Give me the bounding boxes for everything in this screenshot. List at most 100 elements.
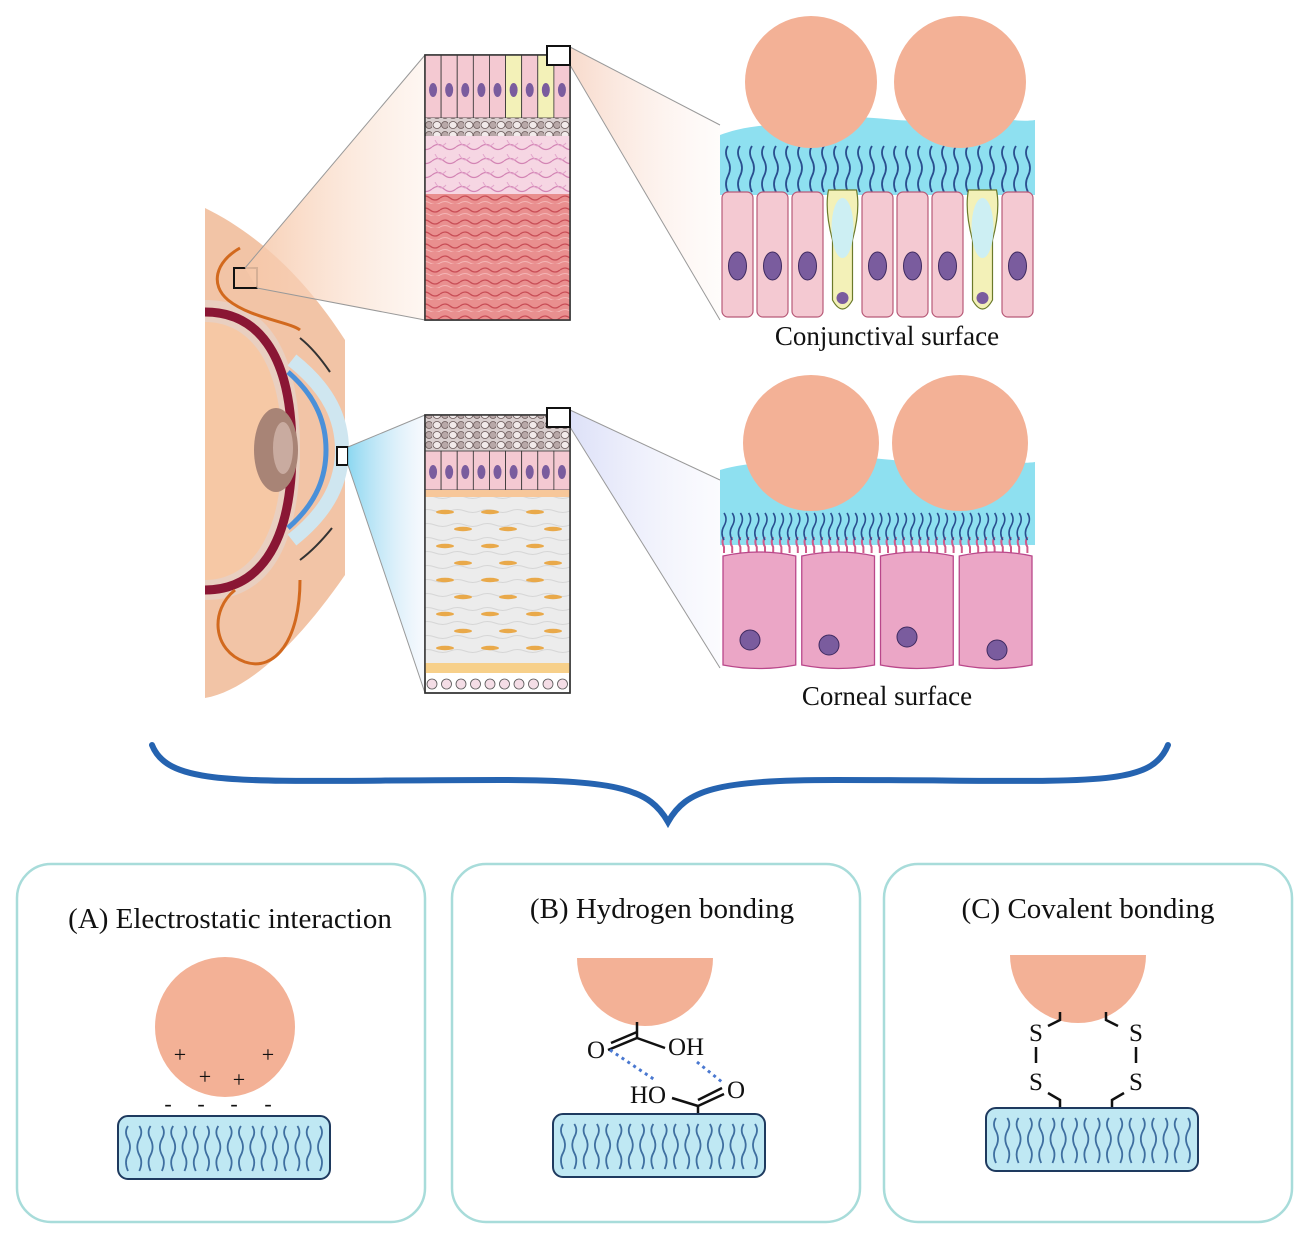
mucin-strand — [729, 1123, 736, 1170]
mucin-strand — [786, 512, 793, 541]
corneal-epithelial-cell — [879, 551, 954, 670]
mucin-strand — [226, 1125, 233, 1172]
mucin-strand — [582, 1123, 589, 1170]
keratocyte — [481, 509, 499, 515]
hydroxyl-group: HO — [630, 1082, 666, 1109]
zoom-line — [569, 426, 721, 669]
mucin-strand — [1083, 1117, 1090, 1164]
mucin-strand — [989, 145, 995, 193]
mucin-strand — [778, 512, 785, 541]
mucin-strand — [1025, 145, 1031, 193]
corneal-epithelial-cell — [958, 551, 1033, 670]
mucin-strand — [294, 1125, 301, 1172]
sulfur-atom: S — [1129, 1020, 1143, 1047]
bond — [697, 1086, 723, 1102]
mucin-strand — [885, 512, 891, 541]
keratocyte — [436, 509, 454, 515]
mucin-strand — [1008, 512, 1014, 541]
panel-hydrogen-bonding: (B) Hydrogen bonding O OH HO O — [450, 862, 862, 1224]
bond — [1110, 1091, 1125, 1110]
mucin-strand — [725, 145, 731, 193]
keratocyte — [481, 611, 499, 617]
corneal-epithelial-cell — [801, 551, 876, 670]
bond — [636, 1036, 666, 1050]
mucin-strand — [721, 512, 727, 541]
upper-lid-conjunctiva — [215, 246, 301, 332]
cell-nucleus — [477, 465, 486, 479]
conjunctiva-zoom-wedge — [245, 55, 425, 320]
bond — [607, 1036, 638, 1052]
sulfur-atom: S — [1129, 1069, 1143, 1096]
mucin-strand — [1013, 145, 1019, 193]
mucin-strand — [844, 512, 850, 541]
positive-charge: + — [262, 1042, 274, 1067]
cell-nucleus — [557, 465, 566, 479]
negative-charge: - — [164, 1091, 171, 1116]
mucin-strand — [785, 145, 791, 193]
mucin-strand — [605, 1123, 612, 1170]
cell-nucleus — [429, 465, 438, 479]
mucin-strand — [1173, 1117, 1180, 1164]
mucin-strand — [881, 145, 887, 193]
mucin-strand — [170, 1125, 177, 1172]
hydrogen-bond — [609, 1048, 656, 1082]
cell-nucleus — [896, 626, 918, 648]
mucin-strand — [136, 1125, 143, 1172]
keratocyte — [526, 611, 544, 617]
keratocyte — [436, 611, 454, 617]
mucin-strand — [762, 512, 768, 541]
mucin-strand — [983, 512, 990, 541]
mucin-strand — [616, 1123, 623, 1170]
hydroxyl-group: OH — [668, 1034, 704, 1061]
panel-title: (A) Electrostatic interaction — [68, 903, 392, 935]
half-nanoparticle — [577, 958, 713, 1026]
keratocyte — [526, 645, 544, 651]
mucin-strand — [1000, 512, 1006, 541]
mucin-strand — [860, 512, 867, 541]
lower-lash — [299, 527, 333, 561]
positive-charge: + — [199, 1064, 211, 1089]
keratocyte — [499, 628, 517, 634]
mucin-strand — [593, 1123, 600, 1170]
mucin-strand — [305, 1125, 312, 1172]
mucin-strand — [1026, 1117, 1033, 1164]
cell-nucleus — [1008, 251, 1027, 281]
cell-nucleus — [938, 251, 957, 281]
mucin-strand — [1004, 1117, 1011, 1164]
zoom-line — [569, 64, 721, 321]
bond — [1047, 1012, 1062, 1028]
endothelial-cell — [557, 678, 568, 690]
mucin-strand — [650, 1123, 657, 1170]
mucin-strand — [857, 145, 863, 193]
mucin-strand — [868, 512, 875, 541]
cell-nucleus — [429, 83, 438, 97]
mucin-strand — [965, 145, 971, 193]
zoom-line — [244, 54, 426, 269]
keratocyte — [454, 628, 472, 634]
mucin-strand — [877, 512, 883, 541]
mucin-strand — [1128, 1117, 1135, 1164]
mucin-strand — [158, 1125, 165, 1172]
mucin-strand — [745, 512, 752, 541]
mucin-strand — [975, 512, 981, 541]
endothelial-cell — [528, 678, 539, 690]
cell-nucleus — [541, 83, 550, 97]
mucin-strand — [1060, 1117, 1067, 1164]
keratocyte — [436, 645, 454, 651]
cell-nucleus — [493, 465, 502, 479]
mucin-strand — [238, 1125, 244, 1172]
keratocyte — [544, 594, 562, 600]
mucin-strand — [283, 1125, 290, 1172]
cornea-detail-wedge — [570, 410, 720, 668]
keratocyte — [526, 577, 544, 583]
zoom-line — [569, 46, 721, 126]
mucin-strand — [977, 145, 983, 193]
keratocyte — [526, 509, 544, 515]
mucin-strand — [942, 512, 949, 541]
conjunctival-surface-label: Conjunctival surface — [775, 321, 999, 351]
mucin-strand — [571, 1123, 578, 1170]
endothelial-cell — [426, 678, 438, 690]
panel-title: (B) Hydrogen bonding — [530, 893, 794, 925]
mucin-strand — [852, 512, 858, 541]
lower-lid-conjunctiva — [216, 579, 302, 666]
